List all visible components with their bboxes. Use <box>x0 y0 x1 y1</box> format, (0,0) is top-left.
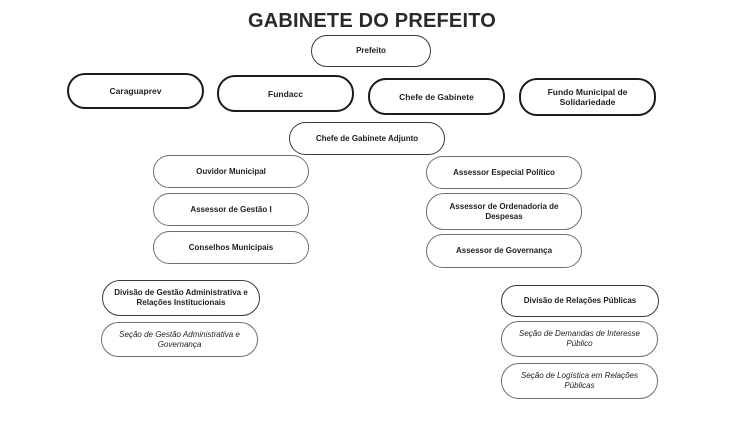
node-conselhos[interactable]: Conselhos Municipais <box>153 231 309 264</box>
node-chefe-gabinete[interactable]: Chefe de Gabinete <box>368 78 505 115</box>
node-assessor-politico[interactable]: Assessor Especial Político <box>426 156 582 189</box>
node-assessor-despesas-label: Assessor de Ordenadoria de Despesas <box>449 201 559 221</box>
node-divisao-relacoes-label: Divisão de Relações Públicas <box>523 296 637 305</box>
node-prefeito-label: Prefeito <box>356 46 386 55</box>
node-caraguaprev[interactable]: Caraguaprev <box>67 73 204 109</box>
node-ouvidor-label: Ouvidor Municipal <box>196 166 266 176</box>
node-chefe-adjunto-label: Chefe de Gabinete Adjunto <box>315 133 419 143</box>
node-caraguaprev-label: Caraguaprev <box>109 86 162 96</box>
node-secao-logistica[interactable]: Seção de Logística em Relações Públicas <box>501 363 658 399</box>
node-chefe-gabinete-label: Chefe de Gabinete <box>399 91 474 102</box>
node-divisao-relacoes[interactable]: Divisão de Relações Públicas <box>501 285 659 317</box>
node-assessor-politico-label: Assessor Especial Político <box>453 167 555 177</box>
node-fundo-municipal[interactable]: Fundo Municipal de Solidariedade <box>519 78 656 116</box>
chart-title: GABINETE DO PREFEITO <box>247 10 497 32</box>
node-divisao-gestao-label: Divisão de Gestão Administrativa e Relaç… <box>114 288 248 307</box>
node-divisao-gestao[interactable]: Divisão de Gestão Administrativa e Relaç… <box>102 280 260 316</box>
node-assessor-despesas[interactable]: Assessor de Ordenadoria de Despesas <box>426 193 582 230</box>
node-secao-demandas-label: Seção de Demandas de Interesse Público <box>519 329 640 348</box>
node-chefe-adjunto[interactable]: Chefe de Gabinete Adjunto <box>289 122 445 155</box>
node-assessor-gestao-label: Assessor de Gestão I <box>190 204 272 214</box>
node-assessor-governanca-label: Assessor de Governança <box>455 246 553 255</box>
node-secao-demandas[interactable]: Seção de Demandas de Interesse Público <box>501 321 658 357</box>
node-assessor-governanca[interactable]: Assessor de Governança <box>426 234 582 268</box>
node-assessor-gestao[interactable]: Assessor de Gestão I <box>153 193 309 226</box>
node-prefeito[interactable]: Prefeito <box>311 35 431 67</box>
node-fundacc[interactable]: Fundacc <box>217 75 354 112</box>
node-secao-gestao[interactable]: Seção de Gestão Administrativa e Governa… <box>101 322 258 357</box>
node-fundacc-label: Fundacc <box>268 88 303 99</box>
node-secao-gestao-label: Seção de Gestão Administrativa e Governa… <box>119 329 240 349</box>
node-fundo-municipal-label: Fundo Municipal de Solidariedade <box>547 87 628 107</box>
node-conselhos-label: Conselhos Municipais <box>188 242 274 252</box>
node-secao-logistica-label: Seção de Logística em Relações Públicas <box>521 371 638 390</box>
node-ouvidor[interactable]: Ouvidor Municipal <box>153 155 309 188</box>
